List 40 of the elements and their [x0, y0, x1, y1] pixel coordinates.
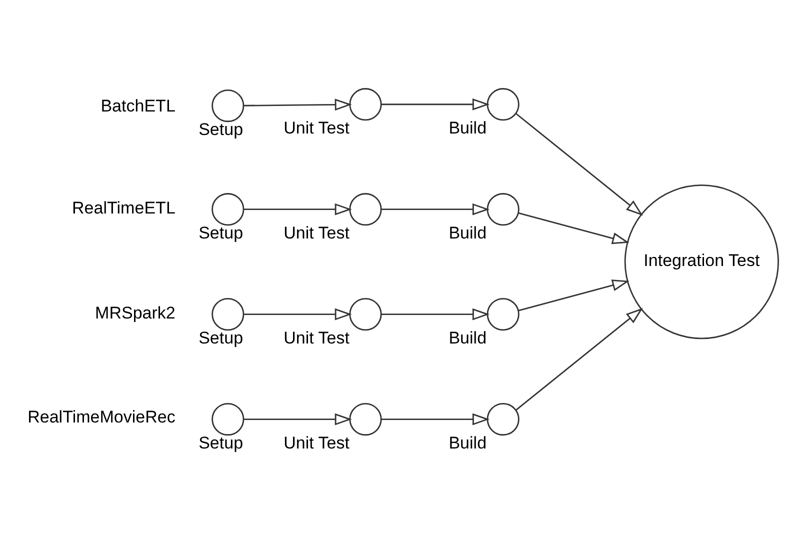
- arrow: [516, 307, 643, 410]
- node-label: Unit Test: [284, 118, 350, 138]
- node-label: RealTimeMovieRec: [28, 406, 176, 426]
- node-circle: [486, 192, 520, 226]
- node-label: Unit Test: [284, 223, 350, 242]
- node-label: Setup: [198, 433, 244, 452]
- arrow: [381, 308, 490, 320]
- node-label: Build: [448, 118, 487, 138]
- arrow: [381, 412, 490, 425]
- node-label: Build: [448, 433, 487, 452]
- node-circle: [349, 88, 382, 120]
- node-label: Build: [448, 223, 487, 242]
- node-circle: [212, 192, 244, 226]
- node-label: Setup: [198, 328, 244, 348]
- node-circle: [212, 88, 244, 122]
- node-label: Setup: [198, 223, 244, 242]
- node-label: BatchETL: [100, 96, 176, 116]
- arrow: [381, 202, 490, 215]
- node-label: Unit Test: [284, 433, 350, 452]
- arrow: [244, 412, 352, 425]
- node-circle: [349, 298, 382, 330]
- arrow: [518, 279, 630, 311]
- arrow: [381, 98, 490, 110]
- node-label: Unit Test: [284, 328, 350, 348]
- node-label: Setup: [198, 120, 244, 139]
- node-circle: [349, 192, 382, 226]
- arrow: [244, 308, 352, 320]
- node-circle: [486, 298, 520, 330]
- node-label: MRSpark2: [95, 303, 176, 322]
- node-circle: [486, 88, 520, 120]
- node-circle: [486, 402, 520, 436]
- arrow: [244, 98, 352, 110]
- arrow: [516, 112, 643, 216]
- node-circle: [349, 402, 382, 436]
- node-label: RealTimeETL: [72, 198, 176, 218]
- node-label: Build: [448, 328, 487, 348]
- arrow: [518, 212, 630, 244]
- arrow: [244, 202, 352, 215]
- node-circle: [212, 298, 244, 330]
- node-circle: [212, 402, 244, 436]
